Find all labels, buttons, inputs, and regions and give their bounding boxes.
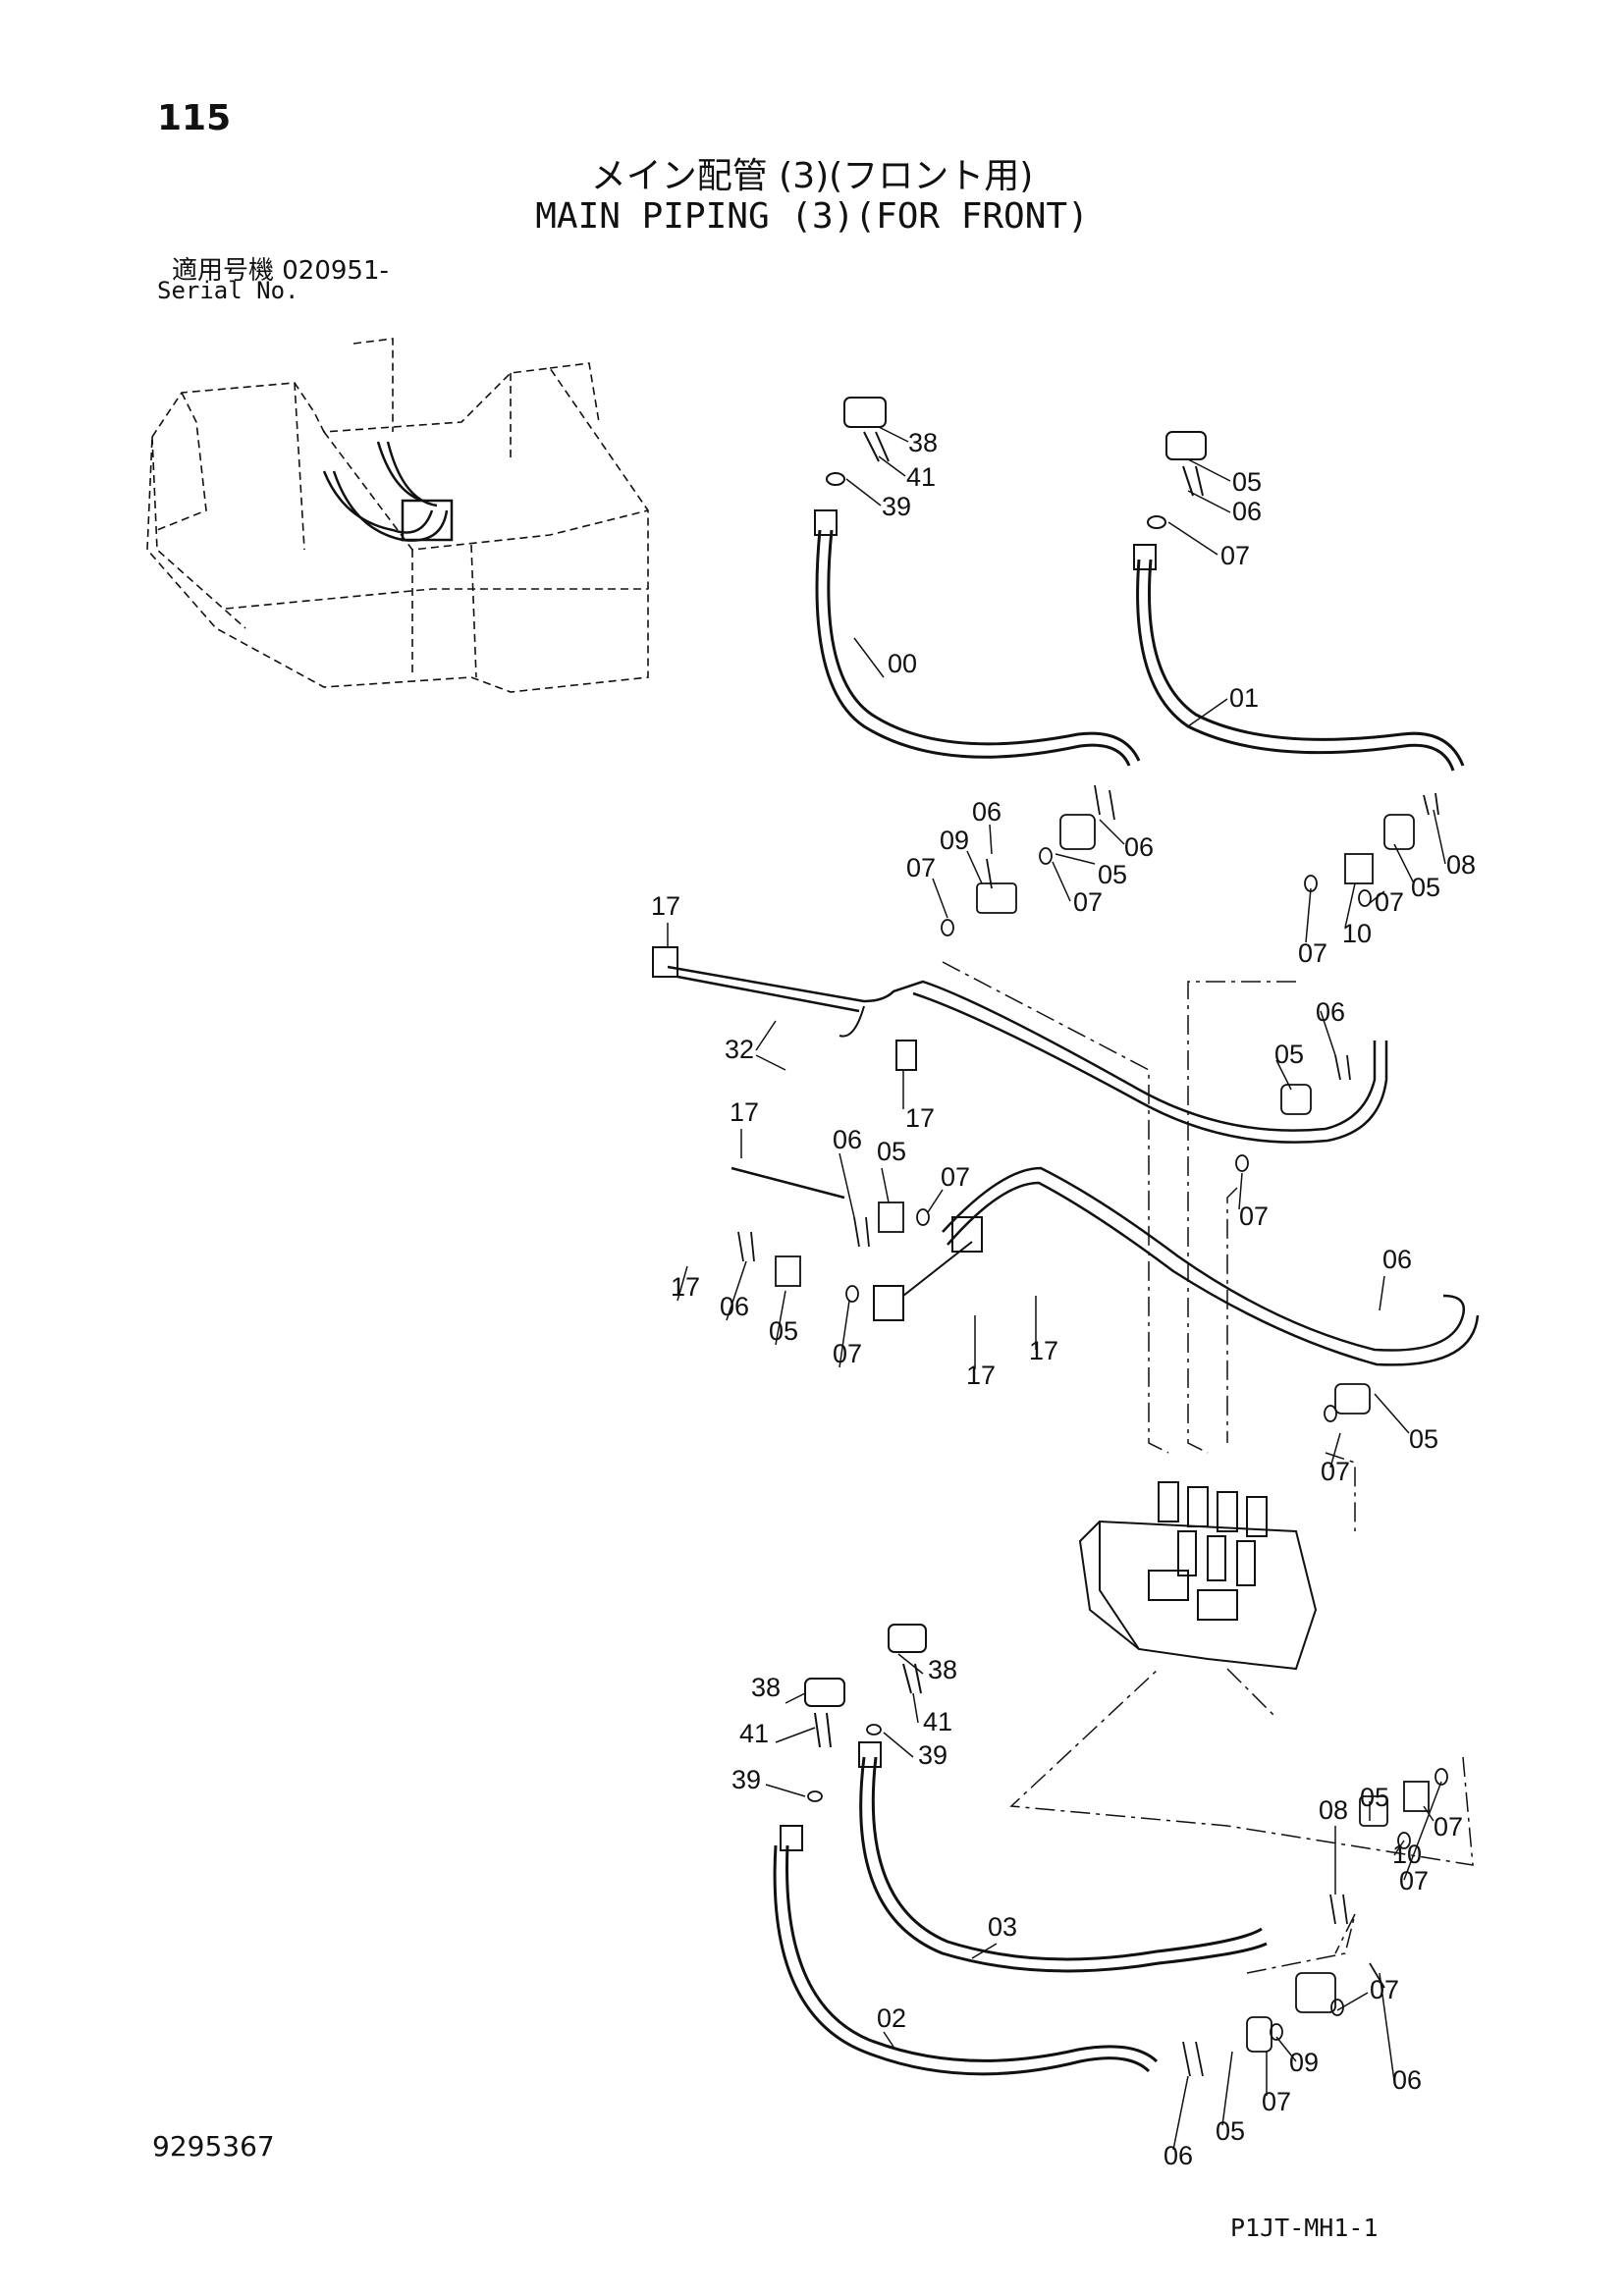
callout-label: 07 [1073,887,1103,917]
hose-01 [1133,431,1465,772]
callout-label: 38 [751,1673,781,1702]
callout-label: 07 [906,853,936,882]
front-pipe-lower [731,1166,1480,1366]
callout-label: 38 [908,428,938,457]
callout-label: 17 [966,1361,996,1390]
callout-label: 41 [923,1707,952,1736]
callout-label: 05 [769,1316,798,1346]
callout-label: 07 [1239,1201,1269,1231]
callout-label: 17 [671,1272,700,1302]
callout-label: 05 [1232,467,1262,497]
callout-label: 01 [1229,683,1259,713]
excavator-overview-illustration [146,338,649,693]
callout-label: 05 [1098,860,1127,889]
callout-label: 10 [1342,919,1372,948]
callout-label: 06 [1392,2065,1422,2095]
callout-label: 39 [882,492,911,521]
control-valve [1078,1481,1318,1671]
callout-label: 05 [1274,1040,1304,1069]
callout-label: 17 [1029,1336,1058,1365]
document-number: 9295367 [152,2130,275,2163]
callout-label: 17 [730,1097,759,1127]
callout-label: 06 [1124,832,1154,862]
hose-02 [773,1678,1159,2076]
callout-label: 07 [1375,887,1404,917]
serial-label-japanese: 適用号機 020951- [172,256,389,286]
serial-label-english: Serial No. [157,277,299,304]
callout-label: 07 [1370,1975,1399,2004]
callout-label: 05 [1360,1783,1389,1812]
hose-00 [814,397,1141,767]
callout-label: 06 [1316,997,1345,1027]
page-number: 115 [157,98,232,138]
callout-label: 05 [1409,1424,1438,1454]
callout-label: 05 [1411,873,1440,902]
callout-label: 07 [833,1339,862,1368]
callout-label: 06 [833,1125,862,1154]
overview-hoses [322,441,454,542]
callout-label: 00 [888,649,917,678]
callout-label: 08 [1446,850,1476,880]
callout-label: 41 [739,1719,769,1748]
callout-label: 39 [918,1740,947,1770]
callout-label: 07 [1298,938,1327,968]
callout-label: 09 [940,826,969,855]
callout-label: 32 [725,1035,754,1064]
connection-lines [942,961,1474,1974]
callout-label: 07 [1434,1812,1463,1842]
title-japanese: メイン配管 (3)(フロント用) [590,156,1034,196]
callout-label: 06 [1382,1245,1412,1274]
callout-label: 07 [1321,1457,1350,1486]
callout-label: 05 [877,1137,906,1166]
callout-label: 09 [1289,2048,1319,2077]
leader-lines [667,426,1446,2151]
callout-label: 08 [1319,1795,1348,1825]
callout-label: 38 [928,1655,957,1684]
callout-label: 06 [972,797,1001,827]
callout-label: 17 [651,891,680,921]
callout-label: 07 [1399,1866,1429,1896]
callout-label: 05 [1216,2116,1245,2146]
callout-labels: 38 41 39 05 06 07 00 01 06 09 07 06 05 0… [651,428,1476,2170]
callout-label: 07 [1220,541,1250,570]
hose-03 [858,1624,1268,1973]
callout-label: 06 [1164,2141,1193,2170]
callout-label: 02 [877,2003,906,2033]
front-pipe-upper [652,946,1388,1144]
callout-label: 07 [941,1162,970,1192]
page-code: P1JT-MH1-1 [1230,2214,1379,2242]
callout-label: 03 [988,1912,1017,1942]
callout-label: 06 [1232,497,1262,526]
hardware [737,784,1448,2077]
callout-label: 17 [905,1103,935,1133]
callout-label: 41 [906,462,936,492]
title-english: MAIN PIPING (3)(FOR FRONT) [535,196,1089,237]
callout-label: 39 [731,1765,761,1794]
